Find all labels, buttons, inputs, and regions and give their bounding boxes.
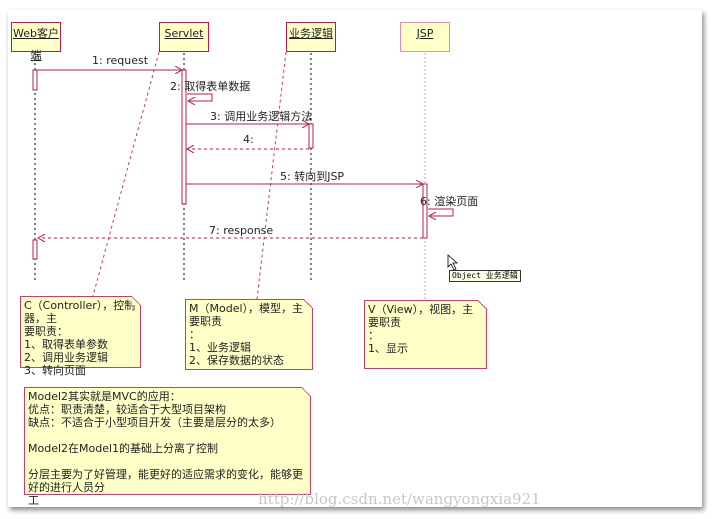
msg-6-label: 6: 渲染页面 [420,195,479,208]
note-model[interactable]: M（Model），模型，主要职责 ： 1、业务逻辑 2、保存数据的状态 [185,299,313,370]
msg-2-label: 2: 取得表单数据 [170,80,251,93]
lifeline-web-box[interactable]: Web客户端 [11,22,61,62]
note-link-controller [92,51,160,297]
note-controller[interactable]: C（Controller），控制器，主 要职责： 1、取得表单参数 2、调用业务… [20,296,141,377]
msg-6-arrow [428,208,454,216]
msg-2-arrow [187,93,213,101]
cursor-icon [447,254,459,271]
tooltip: Object 业务逻辑 [449,270,521,282]
note-view[interactable]: V（View），视图，主要职责 ： 1、显示 [364,300,487,369]
watermark: http://blog.csdn.net/wangyongxia921 [258,490,541,508]
msg-7-label: 7: response [209,224,274,237]
activation-web-1 [32,69,38,91]
msg-5-label: 5: 转向到JSP [280,170,345,183]
activation-jsp [422,183,428,239]
lifeline-servlet-box[interactable]: Servlet [159,22,209,52]
activation-web-2 [32,239,38,260]
msg-1-label: 1: request [92,54,149,67]
activation-logic [308,123,314,149]
lifeline-logic-box[interactable]: 业务逻辑 [286,22,336,52]
msg-3-label: 3: 调用业务逻辑方法 [210,110,313,123]
msg-4-label: 4: [243,133,254,146]
note-summary[interactable]: Model2其实就是MVC的应用： 优点：职责清楚，较适合于大型项目架构 缺点：… [24,387,311,507]
activation-servlet [181,69,187,205]
lifeline-jsp-box[interactable]: JSP [400,22,450,52]
